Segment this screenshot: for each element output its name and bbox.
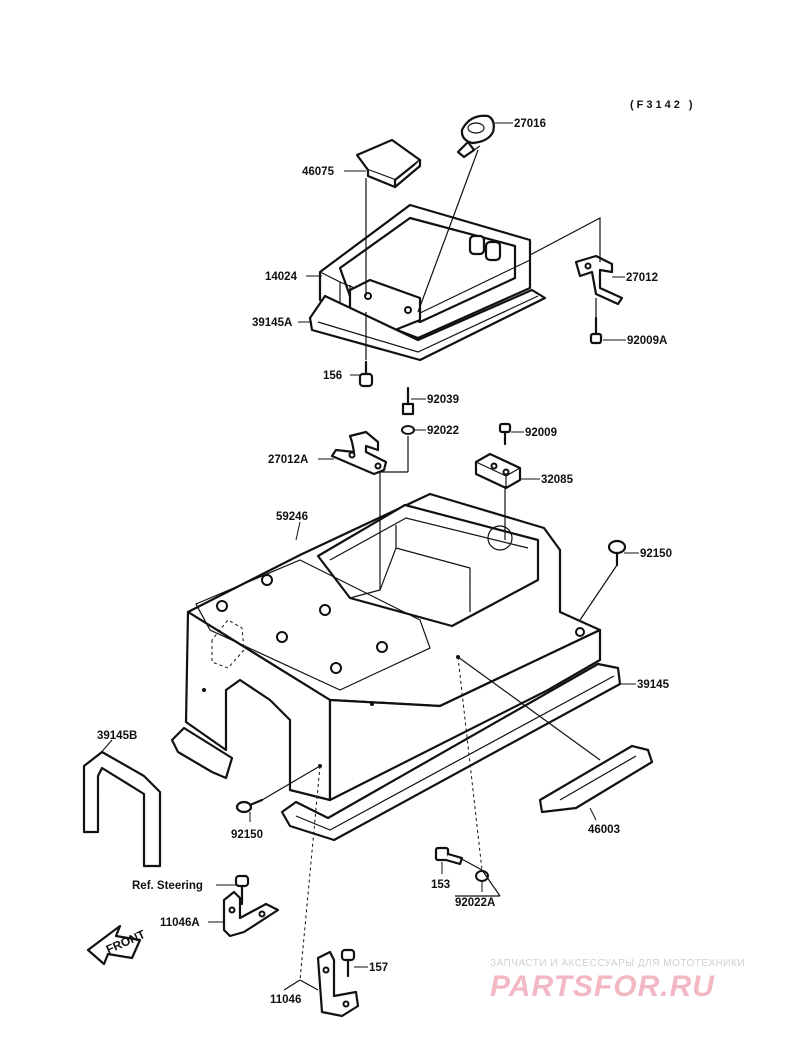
front-arrow: FRONT [86,924,148,966]
part-39145A-gasket [308,288,547,362]
watermark-line1: ЗАПЧАСТИ И АКСЕССУАРЫ ДЛЯ МОТОТЕХНИКИ [490,958,745,969]
label-27012: 27012 [626,272,658,284]
label-39145B: 39145B [97,730,137,742]
label-46075: 46075 [302,166,335,178]
label-92009A: 92009A [627,335,667,347]
part-32085-bracket [474,452,522,490]
part-27016-knob [456,114,495,159]
watermark: ЗАПЧАСТИ И АКСЕССУАРЫ ДЛЯ МОТОТЕХНИКИ PA… [490,958,745,1003]
label-39145A: 39145A [252,317,292,329]
part-153-bolt [434,846,464,866]
label-27016: 27016 [514,118,546,130]
part-59246-housing [184,492,602,802]
label-14024: 14024 [265,271,298,283]
diagram-code: (F3142 ) [630,99,696,111]
label-92022: 92022 [427,425,459,437]
part-11046A-bracket [222,874,280,938]
label-156: 156 [323,370,342,382]
label-11046A: 11046A [160,917,200,929]
part-92009A-screw [589,316,603,345]
part-92022-washer [401,425,415,435]
label-ref-steering: Ref. Steering [132,880,203,892]
label-92150-bottom: 92150 [231,829,263,841]
part-46075-lid [355,138,422,189]
leader-lines [261,149,618,991]
label-27012A: 27012A [268,454,308,466]
part-92150-screw-top [607,539,627,567]
part-39145-gasket [170,662,622,842]
label-157: 157 [369,962,388,974]
part-156-bolt [358,360,374,388]
part-27012A-bracket [330,430,388,476]
label-92022A: 92022A [455,897,495,909]
label-59246: 59246 [276,511,308,523]
label-11046: 11046 [270,994,301,1006]
label-92039: 92039 [427,394,459,406]
part-92039-pin [401,386,415,416]
part-11046-bracket [316,948,360,1018]
label-32085: 32085 [541,474,574,486]
part-46003-trim [538,744,654,814]
label-39145: 39145 [637,679,670,691]
part-27012-bracket [574,254,624,306]
part-92009-screw [498,422,512,446]
watermark-logo: PARTSFOR.RU [490,970,715,1003]
label-92150-top: 92150 [640,548,672,560]
part-92150-screw-bottom [235,798,264,814]
label-153: 153 [431,879,450,891]
label-92009: 92009 [525,427,557,439]
label-46003: 46003 [588,824,620,836]
part-39145B-seal [82,750,162,868]
